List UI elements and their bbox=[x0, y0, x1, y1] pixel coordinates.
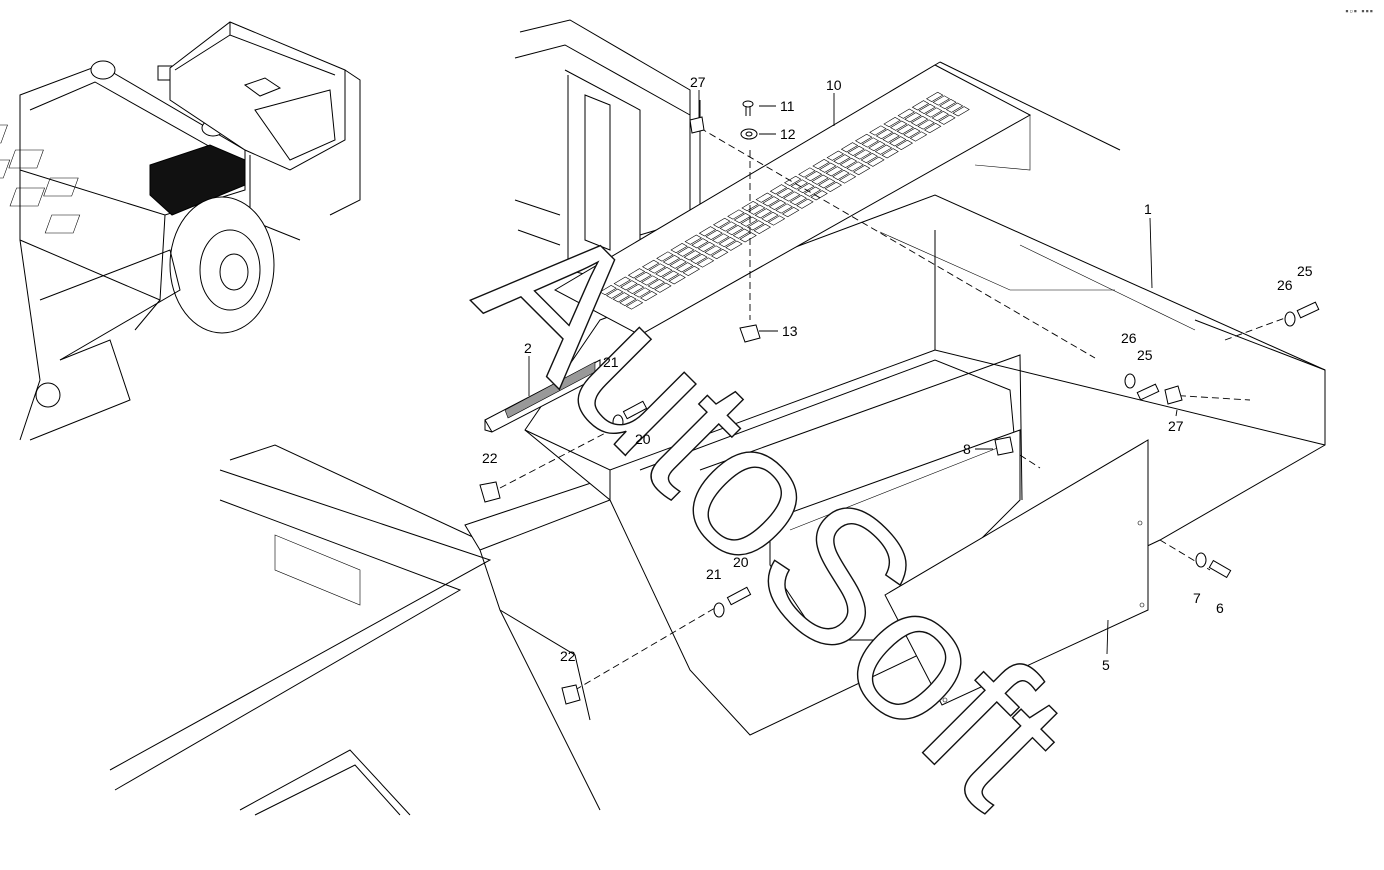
callout-8: 8 bbox=[963, 441, 971, 457]
clip-8-icon bbox=[994, 436, 1014, 456]
screw-6-icon bbox=[1208, 559, 1232, 579]
washer-26-right-icon bbox=[1284, 311, 1296, 327]
callout-labels: 1 2 5 6 7 8 10 11 12 13 20 20 21 21 22 2… bbox=[482, 74, 1313, 673]
callout-25-middle: 25 bbox=[1137, 347, 1153, 363]
nut-22-bottom-icon bbox=[561, 684, 581, 705]
screw-20-top-icon bbox=[622, 400, 648, 420]
callout-10: 10 bbox=[826, 77, 842, 93]
screw-25-right-icon bbox=[1296, 301, 1320, 319]
screw-25-middle-icon bbox=[1136, 383, 1160, 401]
callout-7: 7 bbox=[1193, 590, 1201, 606]
nut-22-top-icon bbox=[479, 481, 501, 503]
washer-26-middle-icon bbox=[1124, 373, 1136, 389]
callout-25-right: 25 bbox=[1297, 263, 1313, 279]
clip-nut-13-icon bbox=[739, 324, 761, 343]
callout-27-top: 27 bbox=[690, 74, 706, 90]
callout-5: 5 bbox=[1102, 657, 1110, 673]
washer-21-bottom-icon bbox=[713, 602, 725, 618]
callout-13: 13 bbox=[782, 323, 798, 339]
callout-26-middle: 26 bbox=[1121, 330, 1137, 346]
callout-20-top: 20 bbox=[635, 431, 651, 447]
seal-strip-part-2 bbox=[484, 359, 601, 433]
grille-mesh bbox=[599, 91, 970, 310]
corner-mark: ▪▫▪ ▪▪▪ bbox=[1345, 6, 1374, 16]
screw-20-bottom-icon bbox=[726, 586, 752, 606]
callout-27-right: 27 bbox=[1168, 418, 1184, 434]
machine-overview-illustration bbox=[0, 21, 361, 441]
callout-2: 2 bbox=[524, 340, 532, 356]
callout-22-bottom: 22 bbox=[560, 648, 576, 664]
callout-22-top: 22 bbox=[482, 450, 498, 466]
clip-27-top-icon bbox=[689, 116, 705, 134]
callout-21-top: 21 bbox=[603, 354, 619, 370]
callout-1: 1 bbox=[1144, 201, 1152, 217]
clip-27-right-icon bbox=[1164, 385, 1183, 405]
screw-11-icon bbox=[742, 100, 754, 116]
callout-11: 11 bbox=[780, 98, 795, 114]
grille-cover-part-10 bbox=[553, 61, 1121, 336]
washer-12-icon bbox=[740, 128, 758, 140]
callout-26-right: 26 bbox=[1277, 277, 1293, 293]
housing-part-1 bbox=[524, 194, 1326, 736]
side-cover-part-5 bbox=[884, 439, 1149, 706]
callout-21-bottom: 21 bbox=[706, 566, 722, 582]
fasteners bbox=[479, 100, 1320, 705]
callout-12: 12 bbox=[780, 126, 796, 142]
callout-leaders bbox=[528, 90, 1178, 655]
washer-7-icon bbox=[1195, 552, 1207, 568]
callout-20-bottom: 20 bbox=[733, 554, 749, 570]
washer-21-top-icon bbox=[612, 414, 624, 430]
callout-6: 6 bbox=[1216, 600, 1224, 616]
